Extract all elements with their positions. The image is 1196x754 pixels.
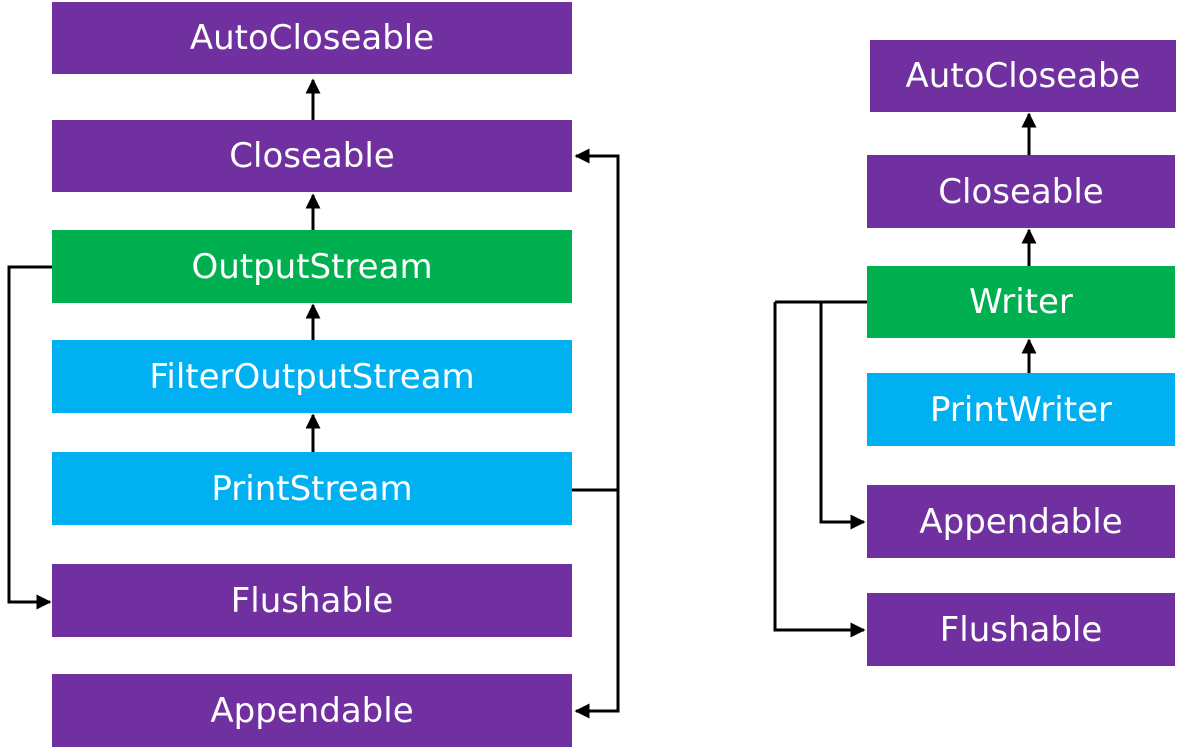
node-filteroutputstream: FilterOutputStream — [52, 340, 572, 413]
node-label: Closeable — [938, 171, 1104, 212]
arrow-writer-to-appendable — [819, 302, 866, 530]
node-label: AutoCloseable — [189, 18, 435, 58]
arrow-printstream-to-closeable — [572, 148, 620, 492]
node-label: FilterOutputStream — [149, 356, 475, 397]
node-closeable-right: Closeable — [867, 155, 1175, 228]
node-writer: Writer — [867, 266, 1175, 338]
node-label: PrintWriter — [930, 389, 1112, 430]
node-printwriter: PrintWriter — [867, 373, 1175, 446]
node-autocloseabe-right: AutoCloseabe — [870, 40, 1176, 112]
node-autocloseable-left: AutoCloseable — [52, 2, 572, 74]
node-appendable-left: Appendable — [52, 674, 572, 747]
node-closeable-left: Closeable — [52, 120, 572, 192]
node-printstream: PrintStream — [52, 452, 572, 525]
node-appendable-right: Appendable — [867, 485, 1175, 558]
node-label: Flushable — [230, 580, 394, 621]
arrow-printstream-to-appendable — [574, 490, 620, 719]
node-flushable-left: Flushable — [52, 564, 572, 637]
node-label: Appendable — [210, 690, 414, 731]
node-label: Writer — [969, 282, 1073, 322]
node-label: OutputStream — [191, 246, 433, 287]
node-label: AutoCloseabe — [905, 56, 1141, 96]
node-flushable-right: Flushable — [867, 593, 1175, 666]
node-outputstream: OutputStream — [52, 230, 572, 303]
node-label: Flushable — [939, 609, 1103, 650]
arrow-outputstream-to-flushable — [7, 265, 52, 610]
node-label: Closeable — [229, 136, 395, 176]
arrow-writer-to-flushable — [773, 302, 866, 638]
node-label: PrintStream — [211, 468, 413, 509]
node-label: Appendable — [919, 501, 1123, 542]
